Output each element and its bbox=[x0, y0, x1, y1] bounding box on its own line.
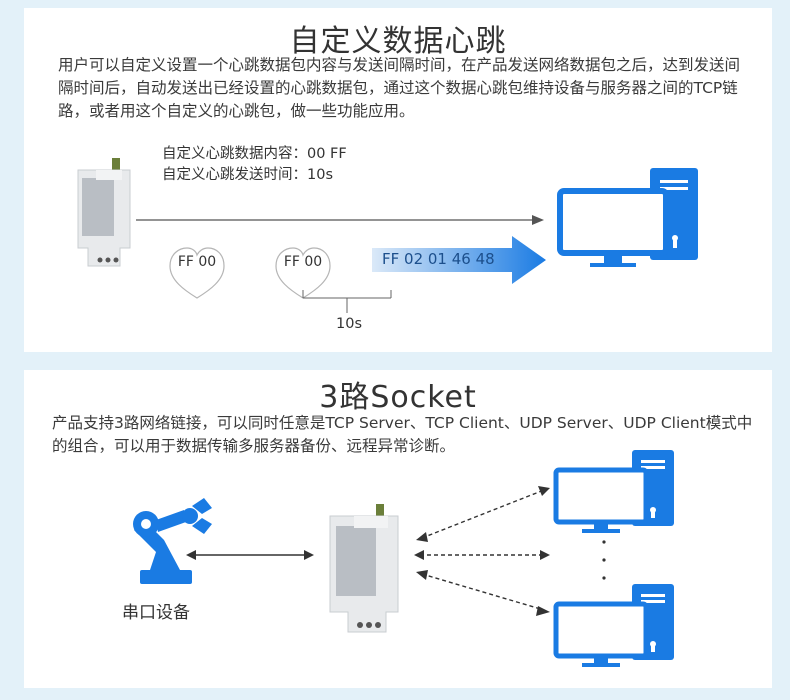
computer-icon bbox=[553, 450, 674, 533]
heart-icon bbox=[275, 247, 331, 299]
arrowhead bbox=[416, 570, 428, 580]
arrowhead bbox=[538, 486, 550, 496]
robot-arm-icon bbox=[133, 498, 212, 584]
interval-label: 10s bbox=[336, 316, 363, 332]
packet-label: FF 02 01 46 48 bbox=[382, 250, 495, 268]
socket-link-1 bbox=[421, 489, 545, 539]
socket-panel: 3路Socket 产品支持3路网络链接，可以同时任意是TCP Server、TC… bbox=[24, 370, 772, 688]
heartbeat-description: 用户可以自定义设置一个心跳数据包内容与发送间隔时间，在产品发送网络数据包之后，达… bbox=[58, 56, 741, 120]
heart-icon bbox=[169, 247, 225, 299]
heartbeat-panel: 自定义数据心跳 用户可以自定义设置一个心跳数据包内容与发送间隔时间，在产品发送网… bbox=[24, 8, 772, 352]
socket-link-3 bbox=[421, 573, 545, 611]
din-rail-device-icon bbox=[77, 158, 131, 267]
heartbeat-interval-label: 自定义心跳发送时间：10s bbox=[162, 167, 334, 183]
serial-device-label: 串口设备 bbox=[122, 603, 190, 623]
packet-arrow bbox=[372, 236, 546, 284]
arrowhead bbox=[416, 532, 428, 542]
computer-icon bbox=[553, 584, 674, 667]
heart-label-1: FF 00 bbox=[177, 254, 217, 270]
interval-bracket bbox=[302, 290, 392, 313]
computer-icon bbox=[557, 168, 698, 267]
arrowhead bbox=[414, 550, 424, 560]
socket-description: 产品支持3路网络链接，可以同时任意是TCP Server、TCP Client、… bbox=[52, 414, 753, 455]
socket-diagram bbox=[133, 450, 674, 667]
heartbeat-content-label: 自定义心跳数据内容：00 FF bbox=[162, 146, 347, 162]
heartbeat-diagram bbox=[77, 158, 698, 313]
arrowhead bbox=[540, 550, 550, 560]
din-rail-device-icon bbox=[329, 504, 399, 633]
more-servers-dots bbox=[602, 540, 606, 580]
connection-arrowhead bbox=[532, 215, 544, 225]
socket-title: 3路Socket bbox=[319, 380, 477, 415]
heart-label-2: FF 00 bbox=[283, 254, 323, 270]
heartbeat-title: 自定义数据心跳 bbox=[289, 24, 507, 59]
arrowhead bbox=[536, 606, 550, 616]
serial-link-arrow bbox=[186, 550, 314, 560]
